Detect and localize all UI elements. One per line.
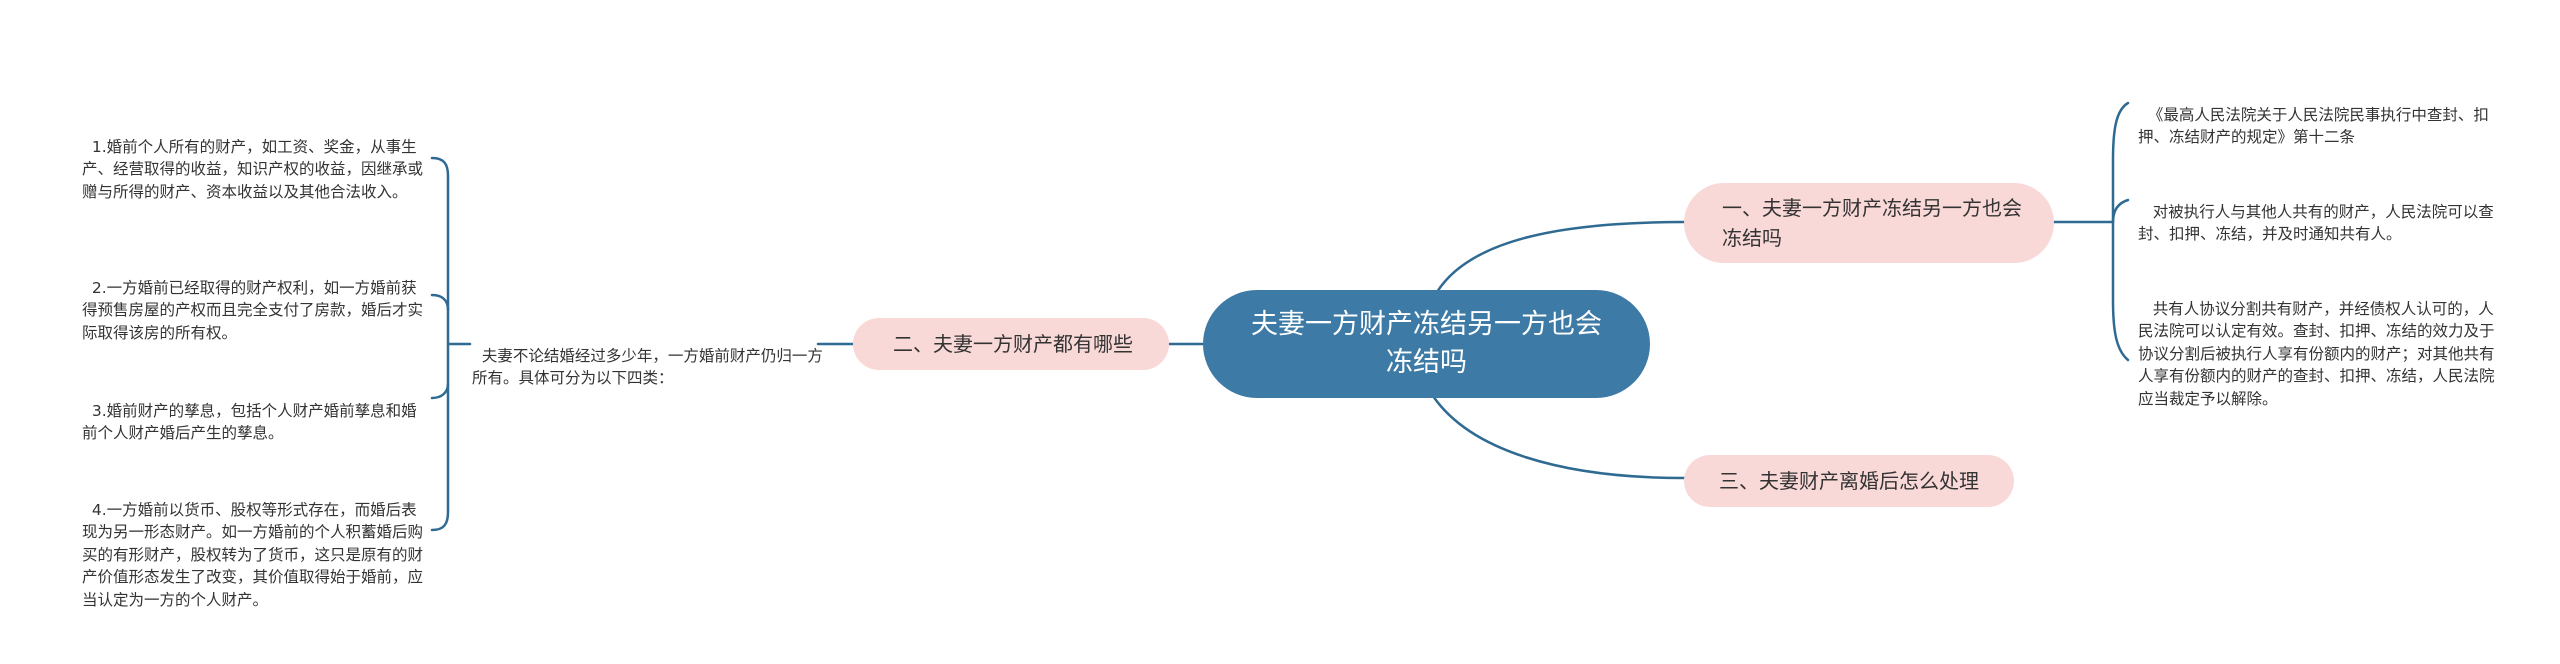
branch-label: 三、夫妻财产离婚后怎么处理 (1719, 469, 1979, 493)
leaf-text: 对被执行人与其他人共有的财产，人民法院可以查封、扣押、冻结，并及时通知共有人。 (2138, 202, 2494, 244)
summary-node[interactable]: 夫妻不论结婚经过多少年，一方婚前财产仍归一方所有。具体可分为以下四类： (472, 322, 830, 390)
leaf-text: 2.一方婚前已经取得的财产权利，如一方婚前获得预售房屋的产权而且完全支付了房款，… (82, 278, 424, 342)
leaf-node[interactable]: 3.婚前财产的孳息，包括个人财产婚前孳息和婚前个人财产婚后产生的孳息。 (82, 377, 432, 445)
branch-label: 二、夫妻一方财产都有哪些 (893, 332, 1133, 356)
leaf-text: 共有人协议分割共有财产，并经债权人认可的，人民法院可以认定有效。查封、扣押、冻结… (2138, 299, 2495, 408)
leaf-text: 1.婚前个人所有的财产，如工资、奖金，从事生产、经营取得的收益，知识产权的收益，… (82, 137, 424, 201)
leaf-text: 3.婚前财产的孳息，包括个人财产婚前孳息和婚前个人财产婚后产生的孳息。 (82, 401, 417, 443)
bracket-right-tick-2 (2111, 198, 2130, 224)
root-label: 夫妻一方财产冻结另一方也会冻结吗 (1251, 309, 1602, 378)
leaf-node[interactable]: 共有人协议分割共有财产，并经债权人认可的，人民法院可以认定有效。查封、扣押、冻结… (2138, 275, 2498, 410)
branch-label: 一、夫妻一方财产冻结另一方也会冻结吗 (1722, 196, 2022, 250)
branch-node-after-divorce[interactable]: 三、夫妻财产离婚后怎么处理 (1684, 455, 2014, 507)
connector-root-b3 (1431, 394, 1686, 480)
branch-node-freeze-spouse[interactable]: 一、夫妻一方财产冻结另一方也会冻结吗 (1684, 183, 2054, 263)
leaf-node[interactable]: 1.婚前个人所有的财产，如工资、奖金，从事生产、经营取得的收益，知识产权的收益，… (82, 113, 432, 203)
bracket-left (430, 156, 450, 532)
connector-root-b1 (1435, 220, 1686, 294)
leaf-node[interactable]: 《最高人民法院关于人民法院民事执行中查封、扣押、冻结财产的规定》第十二条 (2138, 81, 2498, 149)
leaf-node[interactable]: 对被执行人与其他人共有的财产，人民法院可以查封、扣押、冻结，并及时通知共有人。 (2138, 178, 2498, 246)
branch-node-personal-property[interactable]: 二、夫妻一方财产都有哪些 (853, 318, 1169, 370)
summary-text: 夫妻不论结婚经过多少年，一方婚前财产仍归一方所有。具体可分为以下四类： (472, 346, 823, 388)
leaf-node[interactable]: 2.一方婚前已经取得的财产权利，如一方婚前获得预售房屋的产权而且完全支付了房款，… (82, 254, 432, 344)
bracket-left-tick-3 (430, 382, 450, 400)
root-node[interactable]: 夫妻一方财产冻结另一方也会冻结吗 (1203, 290, 1650, 398)
bracket-left-tick-2 (430, 293, 450, 312)
leaf-text: 4.一方婚前以货币、股权等形式存在，而婚后表现为另一形态财产。如一方婚前的个人积… (82, 500, 424, 609)
leaf-node[interactable]: 4.一方婚前以货币、股权等形式存在，而婚后表现为另一形态财产。如一方婚前的个人积… (82, 476, 432, 611)
leaf-text: 《最高人民法院关于人民法院民事执行中查封、扣押、冻结财产的规定》第十二条 (2138, 105, 2489, 147)
bracket-right (2111, 101, 2130, 362)
